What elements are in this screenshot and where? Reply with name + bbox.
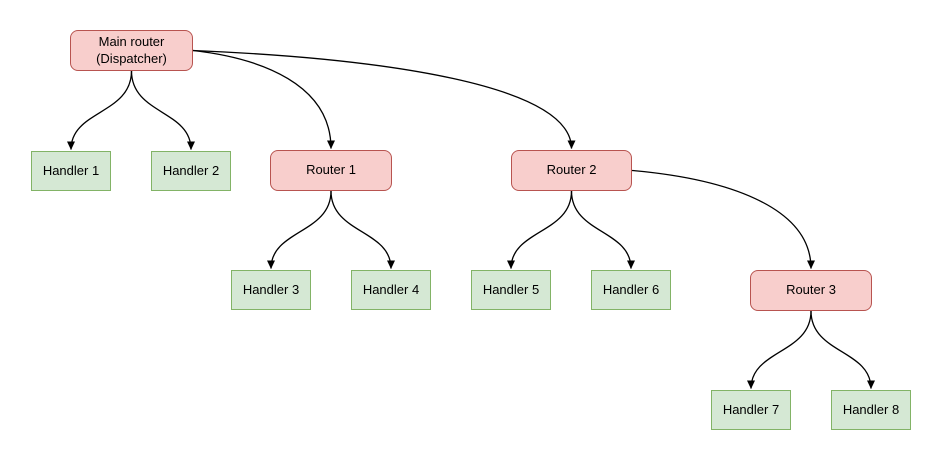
edge-main-router-to-handler-1 [67,70,133,150]
edge-group [67,49,875,389]
edge-main-router-to-handler-2 [130,70,195,150]
edge-main-router-to-router-2 [192,49,576,149]
node-handler-5: Handler 5 [471,270,551,310]
node-label-handler-7: Handler 7 [722,401,780,417]
node-handler-4: Handler 4 [351,270,431,310]
node-label-router-3: Router 3 [786,282,836,298]
node-router-2: Router 2 [511,150,632,191]
node-router-3: Router 3 [750,270,872,311]
edge-main-router-to-router-1 [192,49,335,149]
node-router-1: Router 1 [270,150,392,191]
edge-router-1-to-handler-3 [267,190,332,269]
edge-router-2-to-handler-5 [507,190,573,269]
node-label-handler-8: Handler 8 [842,401,900,417]
node-label-handler-3: Handler 3 [242,281,300,297]
node-handler-8: Handler 8 [831,390,911,430]
node-label-router-2: Router 2 [546,162,597,178]
node-handler-7: Handler 7 [711,390,791,430]
node-label-handler-5: Handler 5 [482,281,540,297]
node-label-handler-4: Handler 4 [362,281,420,297]
node-main-router: Main router (Dispatcher) [70,30,193,71]
node-label-handler-2: Handler 2 [162,162,220,178]
node-label-handler-6: Handler 6 [602,281,660,297]
edge-router-1-to-handler-4 [330,190,395,269]
edge-router-2-to-router-3 [631,169,815,269]
edge-router-2-to-handler-6 [570,190,635,269]
node-handler-6: Handler 6 [591,270,671,310]
node-label-main-router: Main router (Dispatcher) [96,33,167,66]
node-handler-1: Handler 1 [31,151,111,191]
node-handler-2: Handler 2 [151,151,231,191]
edge-router-3-to-handler-7 [747,310,812,389]
edge-router-3-to-handler-8 [810,310,875,389]
node-handler-3: Handler 3 [231,270,311,310]
node-label-router-1: Router 1 [306,162,356,178]
node-label-handler-1: Handler 1 [42,162,100,178]
